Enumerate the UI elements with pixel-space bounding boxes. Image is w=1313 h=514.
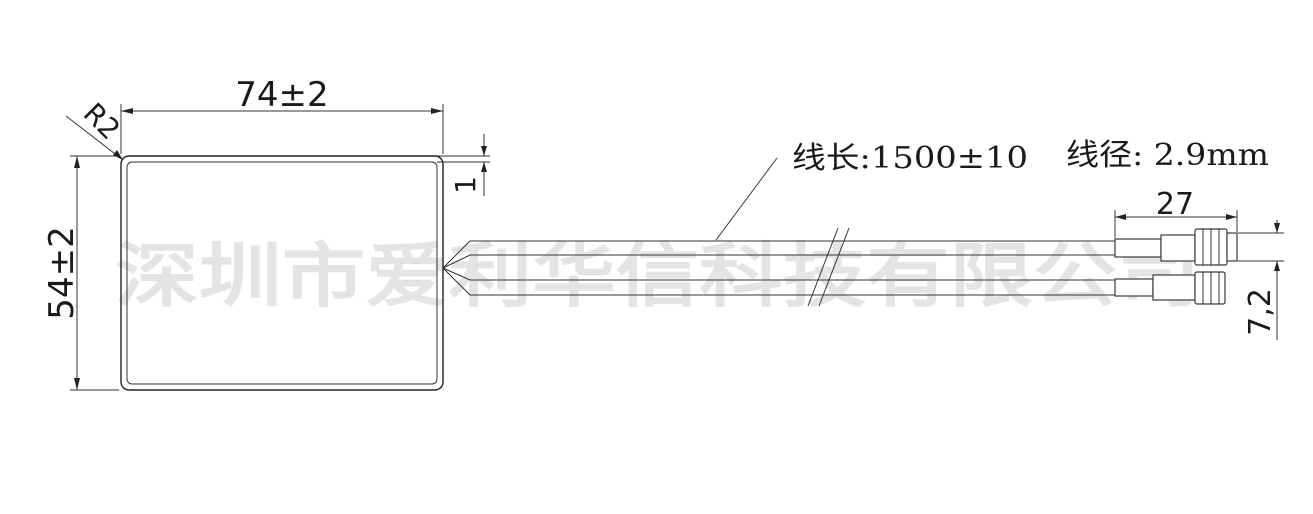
cable-length-note: 线长:1500±10 <box>792 141 1028 176</box>
corner-radius-callout: R2 <box>65 96 127 161</box>
watermark-text: 深圳市爱利华信科技有限公司 <box>115 235 1200 317</box>
height-dimension-label: 54±2 <box>42 226 82 319</box>
width-dimension: 74±2 <box>120 75 444 154</box>
cable-break-marks <box>807 227 850 307</box>
cable-diameter-note: 线径: 2.9mm <box>1066 138 1269 173</box>
height-dimension: 54±2 <box>42 155 119 391</box>
antenna-body <box>120 155 444 391</box>
corner-radius-label: R2 <box>77 96 127 146</box>
connector-height-dimension: 7,2 <box>1238 220 1284 340</box>
thickness-dimension: 1 <box>437 134 490 196</box>
connector-upper <box>1114 228 1238 266</box>
connector-length-dimension: 27 <box>1114 187 1238 238</box>
connector-height-label: 7,2 <box>1243 288 1278 336</box>
connector-length-label: 27 <box>1156 187 1194 222</box>
thickness-label: 1 <box>449 176 482 194</box>
connector-lower <box>1114 271 1226 305</box>
cable-lower <box>442 267 1115 296</box>
cable-length-leader <box>715 157 778 241</box>
width-dimension-label: 74±2 <box>235 75 328 115</box>
cable-upper <box>442 240 1115 269</box>
